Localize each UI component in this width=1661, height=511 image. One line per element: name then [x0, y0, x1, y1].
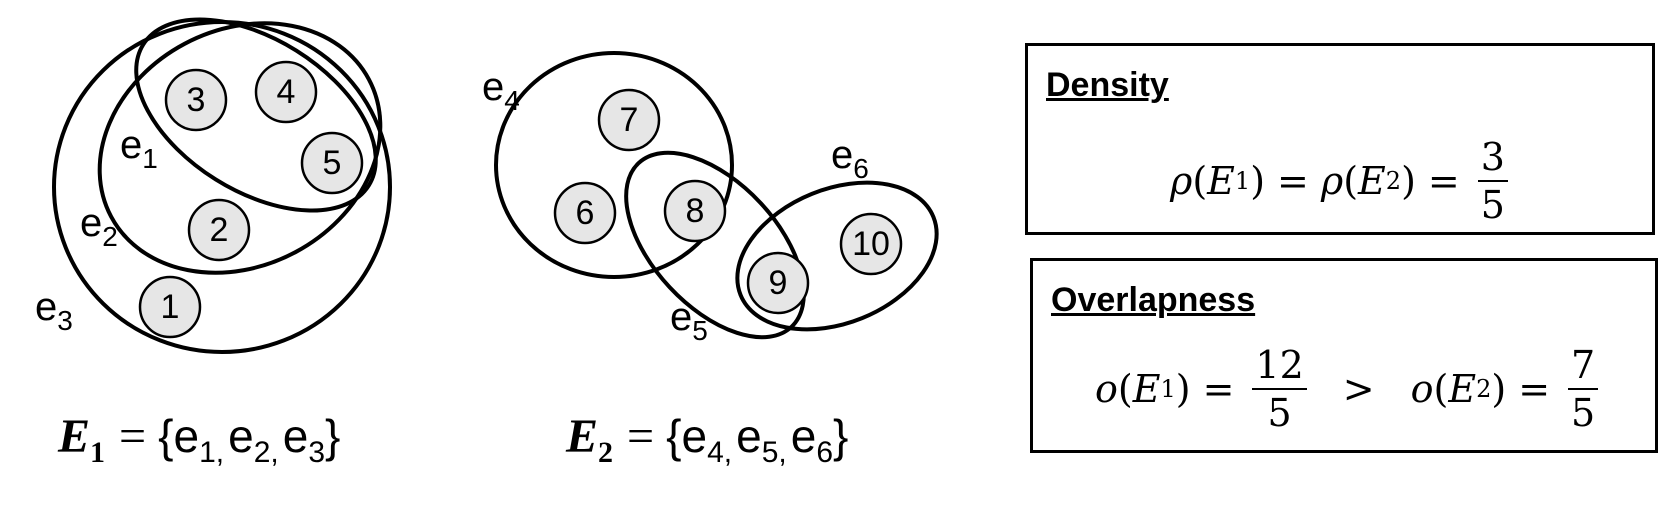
svg-text:2: 2	[210, 211, 229, 249]
svg-text:5: 5	[323, 144, 342, 182]
overlapness-title: Overlapness	[1051, 281, 1256, 319]
set-definition-e2: E2={e4,e5,e6}	[565, 410, 848, 469]
hypergraph-e2: 7 6 8 9 10 e4 e5 e6 E2={e4,e5,e6}	[482, 51, 939, 469]
hyperedge-e5	[624, 150, 806, 340]
compare-symbol: >	[1342, 367, 1375, 411]
svg-text:9: 9	[769, 264, 788, 302]
node-8: 8	[663, 179, 727, 243]
edge-label-e6: e6	[831, 133, 869, 184]
node-9: 9	[746, 251, 810, 315]
hypergraph-e1: 3 4 5 2 1 e1 e2 e3 E1={e1,e2,e3}	[35, 17, 392, 469]
svg-text:6: 6	[576, 194, 595, 232]
edge-label-e4: e4	[482, 65, 520, 116]
hyperedge-e6	[735, 180, 939, 332]
edge-label-e2: e2	[80, 201, 118, 252]
node-6: 6	[553, 181, 617, 245]
node-2: 2	[187, 198, 251, 262]
node-5: 5	[300, 131, 364, 195]
node-1: 1	[138, 275, 202, 339]
edge-label-e5: e5	[670, 295, 708, 346]
svg-text:7: 7	[620, 101, 639, 139]
edge-label-e1: e1	[120, 123, 158, 174]
hyperedge-e4	[494, 51, 734, 279]
svg-text:10: 10	[852, 225, 890, 263]
node-10: 10	[839, 212, 903, 276]
node-4: 4	[254, 60, 318, 124]
edge-label-e3: e3	[35, 285, 73, 336]
node-3: 3	[164, 68, 228, 132]
svg-text:1: 1	[161, 288, 180, 326]
node-7: 7	[597, 88, 661, 152]
svg-text:4: 4	[277, 73, 296, 111]
hyperedge-e2	[97, 21, 383, 275]
svg-text:8: 8	[686, 192, 705, 230]
svg-text:3: 3	[187, 81, 206, 119]
density-title: Density	[1046, 66, 1169, 104]
hyperedge-e1	[134, 17, 378, 213]
set-definition-e1: E1={e1,e2,e3}	[57, 410, 340, 469]
